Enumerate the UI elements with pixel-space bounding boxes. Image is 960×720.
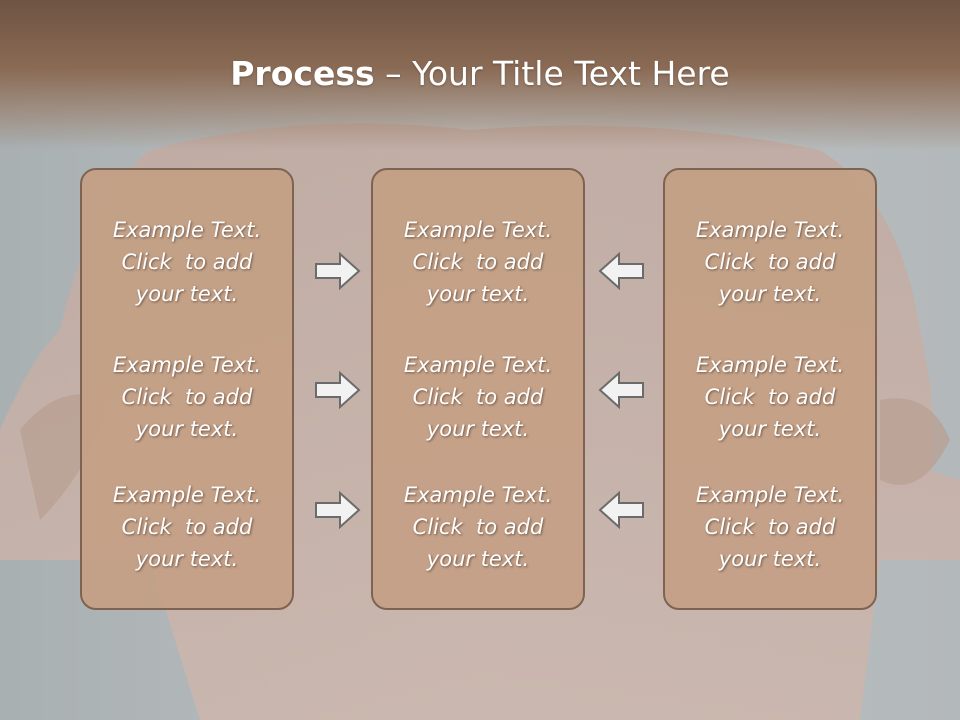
text-line: your text. [135,282,239,306]
text-placeholder[interactable]: Example Text. Click to add your text. [373,349,583,445]
process-box-right[interactable]: Example Text. Click to add your text. Ex… [663,168,877,610]
text-line: Click to add [704,515,836,539]
text-placeholder[interactable]: Example Text. Click to add your text. [373,214,583,310]
text-placeholder[interactable]: Example Text. Click to add your text. [82,214,292,310]
text-line: Example Text. [403,218,553,242]
text-line: Example Text. [112,218,262,242]
text-placeholder[interactable]: Example Text. Click to add your text. [665,349,875,445]
process-box-center[interactable]: Example Text. Click to add your text. Ex… [371,168,585,610]
right-arrow-icon [315,490,361,530]
text-line: Example Text. [403,353,553,377]
text-line: Example Text. [112,483,262,507]
slide-title-rest: – Your Title Text Here [374,54,730,93]
text-line: Example Text. [695,483,845,507]
text-line: Click to add [121,385,253,409]
text-line: your text. [135,547,239,571]
text-line: Click to add [412,385,544,409]
left-arrow-icon [598,490,644,530]
left-arrow-icon [598,370,644,410]
text-line: Click to add [704,385,836,409]
slide-title[interactable]: Process – Your Title Text Here [0,52,960,96]
text-placeholder[interactable]: Example Text. Click to add your text. [665,214,875,310]
text-line: your text. [718,547,822,571]
text-line: Example Text. [695,353,845,377]
text-placeholder[interactable]: Example Text. Click to add your text. [373,479,583,575]
text-placeholder[interactable]: Example Text. Click to add your text. [82,349,292,445]
text-line: Example Text. [695,218,845,242]
text-line: Click to add [121,515,253,539]
right-arrow-icon [315,251,361,291]
text-line: Click to add [412,250,544,274]
left-arrow-icon [598,251,644,291]
slide-title-bold: Process [230,54,375,93]
text-placeholder[interactable]: Example Text. Click to add your text. [665,479,875,575]
right-arrow-icon [315,370,361,410]
text-line: Click to add [704,250,836,274]
text-line: your text. [426,547,530,571]
text-line: your text. [718,282,822,306]
text-line: your text. [426,282,530,306]
text-line: your text. [135,417,239,441]
text-line: your text. [426,417,530,441]
text-line: Click to add [412,515,544,539]
text-placeholder[interactable]: Example Text. Click to add your text. [82,479,292,575]
text-line: Click to add [121,250,253,274]
text-line: your text. [718,417,822,441]
title-band [0,0,960,150]
text-line: Example Text. [403,483,553,507]
process-box-left[interactable]: Example Text. Click to add your text. Ex… [80,168,294,610]
text-line: Example Text. [112,353,262,377]
